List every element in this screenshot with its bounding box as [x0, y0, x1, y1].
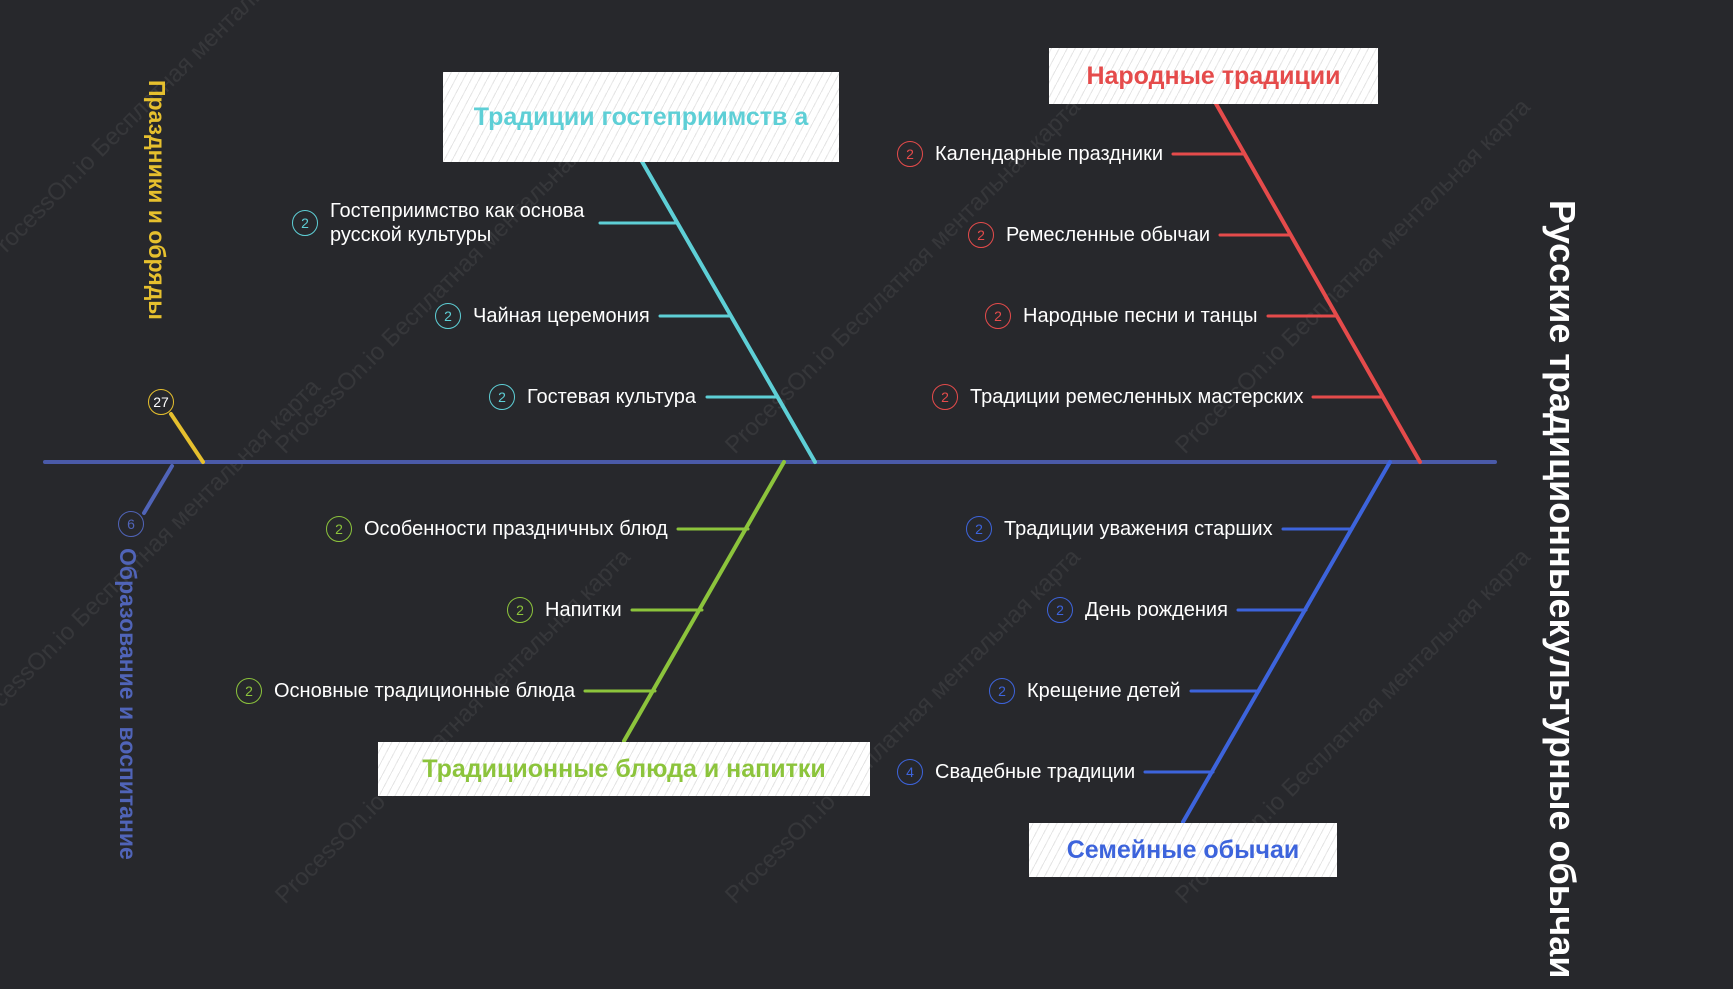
count-badge[interactable]: 2 [897, 141, 923, 167]
subtopic-label: Свадебные традиции [935, 761, 1136, 783]
topic-traditional-food[interactable]: Традиционные блюда и напитки [378, 742, 870, 796]
topic-holidays-rituals[interactable]: Праздники и обряды [144, 80, 170, 320]
subtopic-label: Традиции ремесленных мастерских [970, 386, 1304, 408]
subtopic-tea-ceremony[interactable]: 2 Чайная церемония [435, 303, 650, 329]
topic-hospitality-traditions[interactable]: Традиции гостеприимств а [443, 72, 839, 162]
count-badge[interactable]: 2 [985, 303, 1011, 329]
topic-education-upbringing[interactable]: Образование и воспитание [115, 548, 141, 860]
connector-holidays [169, 412, 205, 464]
topic-title: Семейные обычаи [1066, 835, 1300, 864]
subtopic-hospitality-culture-basis[interactable]: 2 Гостеприимство как основа русской куль… [292, 199, 590, 247]
subtopic-drinks[interactable]: 2 Напитки [507, 597, 622, 623]
branch-line-family [1181, 460, 1392, 824]
main-title-line-1: Русские традиционные [1542, 200, 1583, 619]
subtopic-label: Напитки [545, 599, 622, 621]
subtopic-guest-culture[interactable]: 2 Гостевая культура [489, 384, 696, 410]
subtopic-label: Чайная церемония [473, 305, 650, 327]
subtopic-craft-customs[interactable]: 2 Ремесленные обычаи [968, 222, 1210, 248]
count-badge[interactable]: 2 [507, 597, 533, 623]
subtopic-label: Народные песни и танцы [1023, 305, 1258, 327]
subtopic-label: Календарные праздники [935, 143, 1164, 165]
subtopic-holiday-dishes[interactable]: 2 Особенности праздничных блюд [326, 516, 668, 542]
count-badge[interactable]: 2 [292, 210, 318, 236]
count-badge[interactable]: 2 [966, 516, 992, 542]
subtopic-label: День рождения [1085, 599, 1228, 621]
count-badge[interactable]: 2 [435, 303, 461, 329]
subtopic-label: Особенности праздничных блюд [364, 518, 668, 540]
topic-title: Народные традиции [1086, 61, 1341, 90]
subtopic-label: Крещение детей [1027, 680, 1181, 702]
subtopic-label: Гостеприимство как основа русской культу… [330, 200, 585, 246]
subtopic-label: Ремесленные обычаи [1006, 224, 1211, 246]
subtopic-respect-elders[interactable]: 2 Традиции уважения старших [966, 516, 1273, 542]
count-badge-education[interactable]: 6 [118, 511, 144, 537]
topic-title: Традиции гостеприимств а [473, 102, 809, 131]
subtopic-wedding-traditions[interactable]: 4 Свадебные традиции [897, 759, 1135, 785]
main-title-line-2: культурные обычаи [1542, 618, 1583, 979]
branch-line-hospitality [638, 156, 817, 464]
branch-line-folk [1213, 100, 1422, 464]
subtopic-main-dishes[interactable]: 2 Основные традиционные блюда [236, 678, 575, 704]
subtopic-calendar-holidays[interactable]: 2 Календарные праздники [897, 141, 1163, 167]
count-badge[interactable]: 2 [932, 384, 958, 410]
subtopic-folk-songs-dances[interactable]: 2 Народные песни и танцы [985, 303, 1258, 329]
subtopic-label: Гостевая культура [527, 386, 697, 408]
topic-title: Традиционные блюда и напитки [422, 754, 826, 783]
count-badge[interactable]: 4 [897, 759, 923, 785]
topic-family-customs[interactable]: Семейные обычаи [1029, 823, 1337, 877]
count-badge[interactable]: 2 [326, 516, 352, 542]
count-badge[interactable]: 2 [489, 384, 515, 410]
connector-education [142, 464, 174, 515]
subtopic-christening[interactable]: 2 Крещение детей [989, 678, 1181, 704]
subtopic-craft-workshops[interactable]: 2 Традиции ремесленных мастерских [932, 384, 1303, 410]
topic-folk-traditions[interactable]: Народные традиции [1049, 48, 1378, 104]
main-title[interactable]: Русские традиционныекультурные обычаи [1538, 200, 1586, 978]
count-badge[interactable]: 2 [1047, 597, 1073, 623]
count-badge[interactable]: 2 [968, 222, 994, 248]
subtopic-label: Основные традиционные блюда [274, 680, 576, 702]
branch-line-food [622, 460, 786, 743]
count-badge-holidays[interactable]: 27 [148, 389, 174, 415]
subtopic-label: Традиции уважения старших [1004, 518, 1273, 540]
count-badge[interactable]: 2 [236, 678, 262, 704]
subtopic-birthday[interactable]: 2 День рождения [1047, 597, 1228, 623]
count-badge[interactable]: 2 [989, 678, 1015, 704]
